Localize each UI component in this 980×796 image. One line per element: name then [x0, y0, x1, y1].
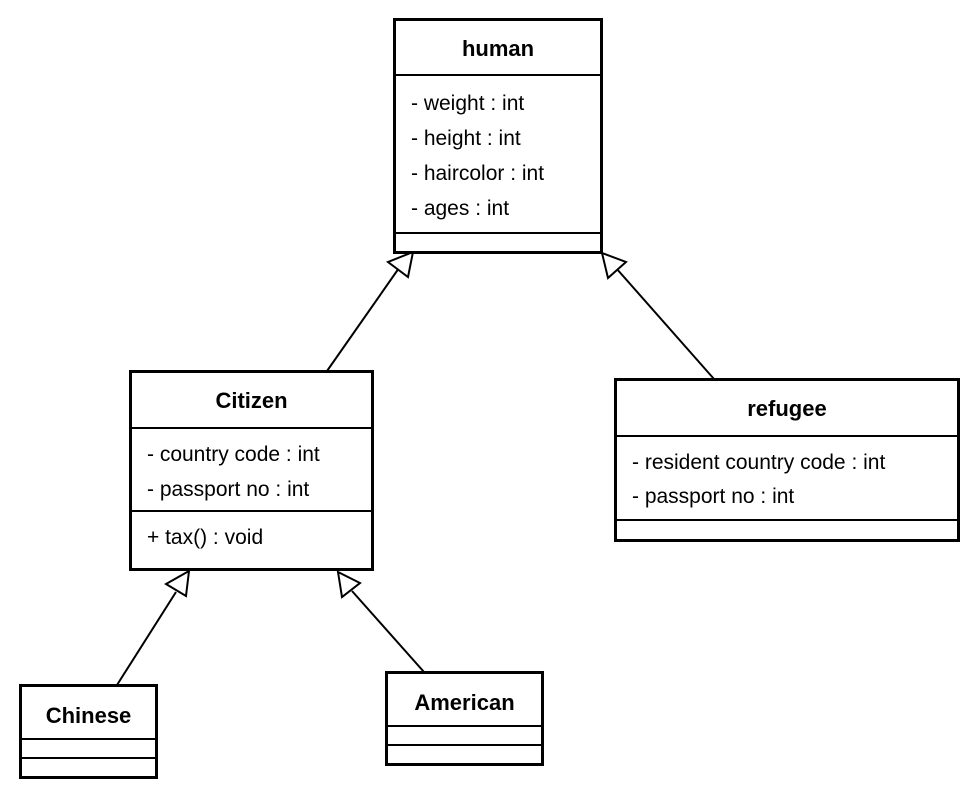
generalization-american-to-citizen [336, 570, 425, 673]
class-refugee[interactable]: refugee - resident country code : int - … [614, 378, 960, 542]
attribute: - haircolor : int [411, 162, 545, 185]
class-chinese[interactable]: Chinese [19, 684, 158, 779]
hollow-triangle-arrowhead [600, 251, 628, 280]
generalization-chinese-to-citizen [116, 569, 191, 686]
generalization-refugee-to-human [600, 251, 715, 380]
attributes-compartment [22, 740, 155, 759]
attributes-compartment: - weight : int - height : int - haircolo… [396, 76, 600, 234]
class-name: human [396, 21, 600, 76]
class-american[interactable]: American [385, 671, 544, 766]
class-name: Chinese [22, 687, 155, 740]
attribute: - resident country code : int [632, 451, 886, 474]
class-human[interactable]: human - weight : int - height : int - ha… [393, 18, 603, 254]
attribute: - passport no : int [147, 478, 310, 501]
attribute: - weight : int [411, 92, 525, 115]
operation: + tax() : void [147, 526, 264, 549]
attributes-compartment: - resident country code : int - passport… [617, 437, 957, 521]
generalization-citizen-to-human [326, 250, 415, 372]
class-name: American [388, 674, 541, 727]
attributes-compartment: - country code : int - passport no : int [132, 429, 371, 512]
class-name: refugee [617, 381, 957, 437]
class-citizen[interactable]: Citizen - country code : int - passport … [129, 370, 374, 571]
attributes-compartment [388, 727, 541, 746]
hollow-triangle-arrowhead [385, 250, 415, 279]
attribute: - height : int [411, 127, 521, 150]
class-name: Citizen [132, 373, 371, 429]
hollow-triangle-arrowhead [164, 569, 191, 598]
hollow-triangle-arrowhead [336, 570, 362, 599]
operations-compartment: + tax() : void [132, 512, 371, 555]
attribute: - passport no : int [632, 485, 795, 508]
attribute: - ages : int [411, 197, 510, 220]
attribute: - country code : int [147, 443, 320, 466]
